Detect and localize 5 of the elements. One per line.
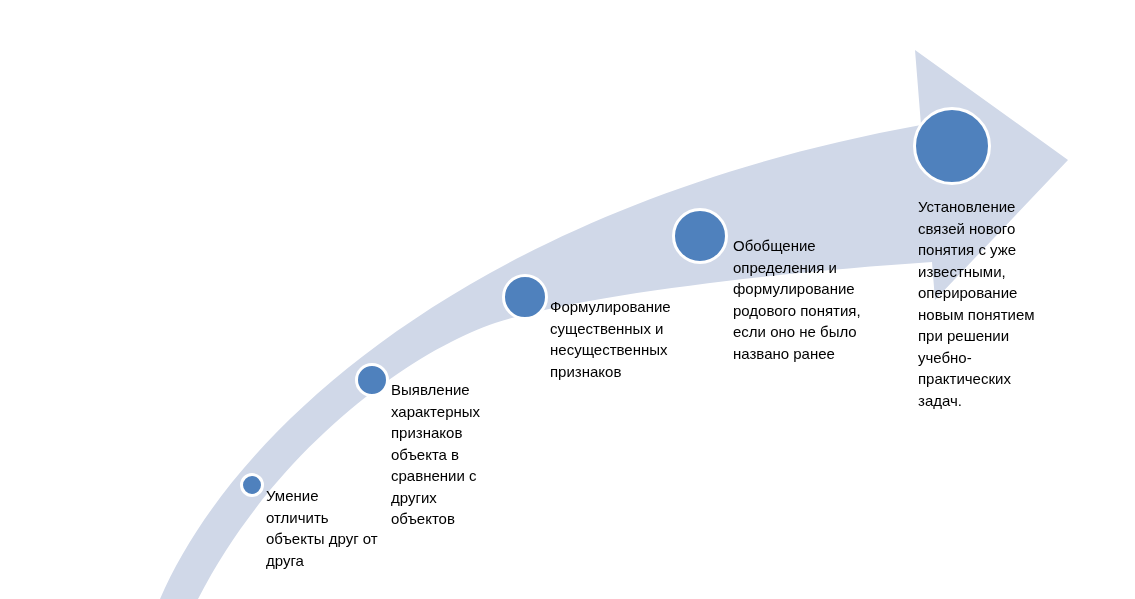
step-description: Формулирование существенных и несущественных признаков (550, 297, 672, 382)
step-description: Выявление характерных признаков объекта в сравнении с других объектов (391, 380, 482, 529)
step-description: Обобщение определения и формулирование родового понятия, если оно не было названо ранее (733, 236, 862, 364)
step-description: Установление связей нового понятия с уже известными, оперирование новым понятием при решении учебно-практических задач. (918, 197, 1036, 411)
step-description: Умение отличить объекты друг от друга (266, 486, 378, 571)
